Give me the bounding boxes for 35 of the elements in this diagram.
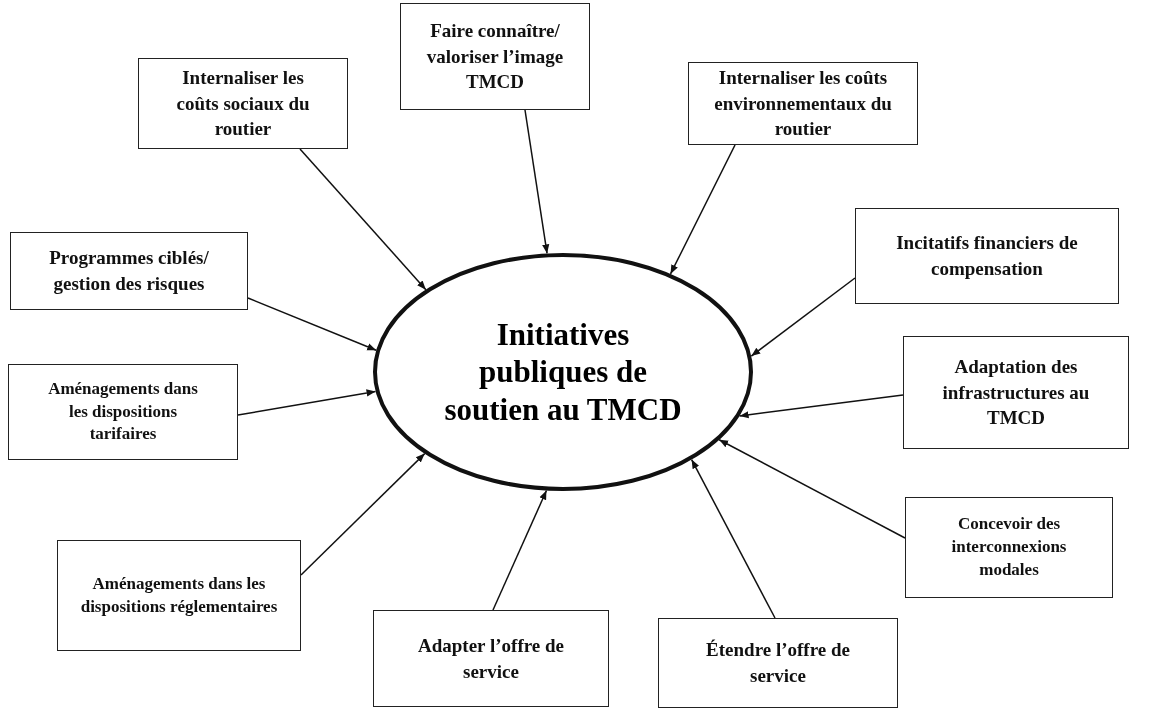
initiative-box [903, 336, 1129, 449]
arrow [524, 109, 550, 255]
initiative-text: Faire connaître/ valoriser l’image TMCD [425, 19, 565, 95]
arrow [669, 144, 736, 275]
initiative-text: Aménagements dans les dispositions réglementaires [79, 572, 279, 618]
arrow [237, 389, 377, 416]
arrow [718, 439, 906, 539]
central-title: Initiatives publiques de soutien au TMCD [443, 316, 683, 428]
arrow [690, 458, 776, 619]
initiative-box [855, 208, 1119, 304]
arrow [247, 297, 377, 352]
arrow [750, 277, 856, 357]
initiative-text: Étendre l’offre de service [705, 638, 851, 688]
arrow [738, 394, 904, 419]
initiative-text: Internaliser les coûts environnementaux du routier [713, 66, 893, 142]
initiative-box [373, 610, 609, 707]
initiative-box [10, 232, 248, 310]
initiative-box [8, 364, 238, 460]
initiative-text: Adapter l’offre de service [417, 633, 565, 684]
arrow [299, 148, 427, 291]
initiative-box [138, 58, 348, 149]
initiative-text: Concevoir des interconnexions modales [950, 513, 1068, 581]
initiative-text: Adaptation des infrastructures au TMCD [941, 355, 1091, 431]
initiative-box [688, 62, 918, 145]
initiative-box [400, 3, 590, 110]
initiative-text: Incitatifs financiers de compensation [895, 231, 1079, 281]
initiative-box [905, 497, 1113, 598]
arrow [300, 452, 426, 576]
initiative-box [658, 618, 898, 708]
initiative-box [57, 540, 301, 651]
initiative-text: Programmes ciblés/ gestion des risques [48, 246, 210, 296]
initiative-text: Internaliser les coûts sociaux du routier [175, 66, 311, 142]
arrow [492, 489, 548, 611]
initiative-text: Aménagements dans les dispositions tarifaires [47, 377, 199, 446]
central-ellipse [373, 253, 753, 491]
